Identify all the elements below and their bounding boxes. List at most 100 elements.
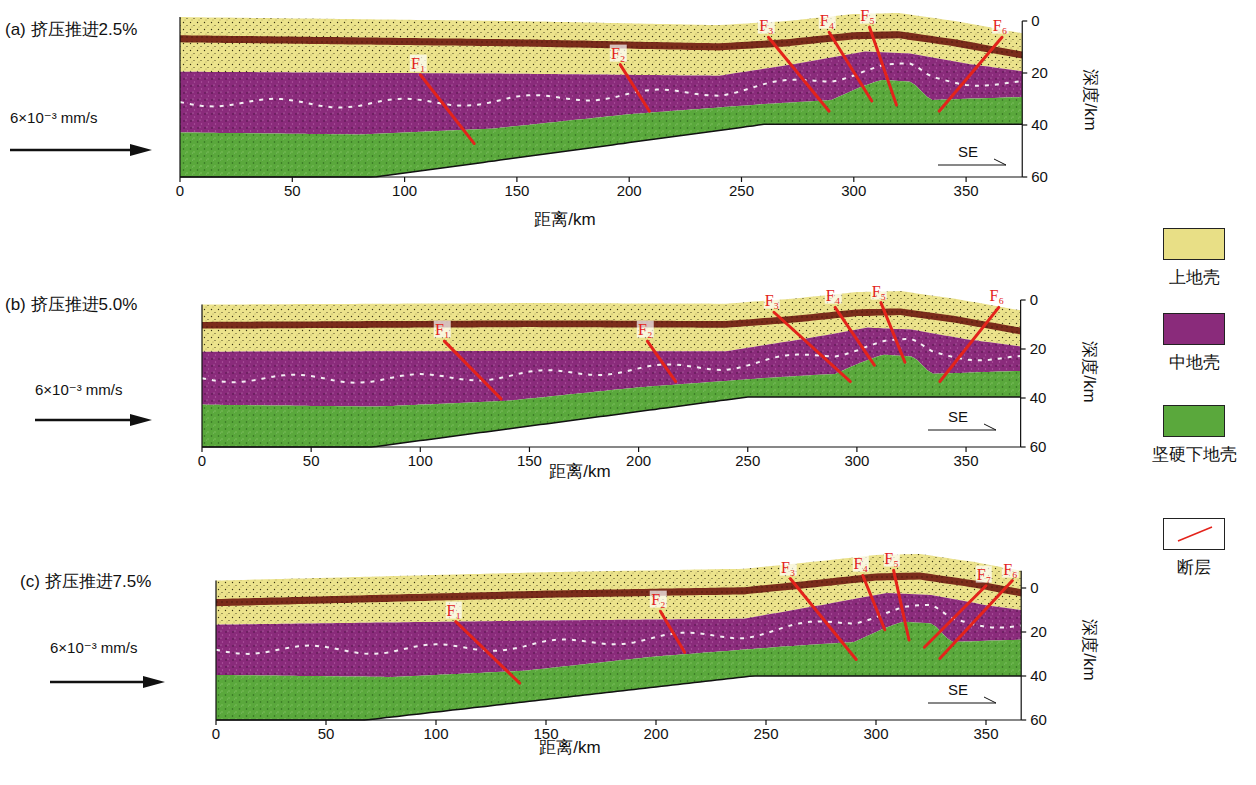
tick-label: 100	[392, 182, 417, 199]
fault-label: F₆	[989, 287, 1005, 304]
label-holder: 0	[176, 182, 184, 200]
fault-label: F₆	[992, 17, 1008, 34]
fault-line	[647, 341, 675, 381]
tick-label: 0	[1030, 579, 1038, 596]
label-holder: 100	[423, 725, 448, 743]
fault-line	[881, 303, 905, 363]
label-holder: F₁	[434, 321, 450, 339]
tick-label: 300	[844, 452, 869, 469]
label-holder: 300	[863, 725, 888, 743]
fault-label: F₁	[410, 54, 426, 71]
label-holder: 60	[1030, 438, 1047, 456]
label-holder: 0	[1030, 291, 1038, 309]
x-tick	[875, 720, 876, 725]
label-holder: 250	[735, 452, 760, 470]
tick-label: 0	[198, 452, 206, 469]
axis-title: 深度/km	[1080, 619, 1099, 680]
label-holder: 200	[617, 182, 642, 200]
x-tick	[292, 177, 293, 182]
tick-label: 300	[863, 725, 888, 742]
x-tick	[965, 447, 966, 452]
fault-label: F₆	[1002, 560, 1018, 577]
tick-label: 40	[1031, 116, 1048, 133]
fault-label: F₂	[650, 591, 666, 608]
tick-label: 0	[212, 725, 220, 742]
tick-label: 50	[318, 725, 335, 742]
fault-line	[768, 37, 829, 111]
legend-swatch	[1163, 228, 1225, 260]
fault-label: F₅	[883, 550, 899, 567]
x-tick	[965, 177, 966, 182]
fault-line	[620, 65, 649, 112]
tick-label: 250	[729, 182, 754, 199]
fault-label: F₄	[853, 555, 869, 572]
label-holder: F₆	[1002, 560, 1018, 578]
direction-label: SE	[948, 408, 968, 425]
fault-line	[870, 27, 897, 105]
y-tick	[1022, 124, 1027, 125]
fault-label: F₁	[434, 321, 450, 338]
axis-title: 距离/km	[534, 210, 595, 229]
label-holder: 坚硬下地壳	[1152, 445, 1237, 465]
direction-arrow	[928, 697, 996, 703]
label-holder: F₄	[853, 555, 869, 573]
label-holder: 150	[517, 452, 542, 470]
velocity-label: 6×10⁻³ mm/s	[35, 381, 123, 398]
fault-line	[829, 32, 872, 101]
label-holder: 50	[303, 452, 320, 470]
label-holder: 300	[844, 452, 869, 470]
fault-line	[790, 579, 856, 660]
legend-text: 坚硬下地壳	[1152, 445, 1237, 464]
tick-label: 350	[954, 182, 979, 199]
label-holder: F₅	[871, 282, 887, 300]
tick-label: 50	[284, 182, 301, 199]
label-holder: 60	[1031, 168, 1048, 186]
label-holder: F₂	[650, 591, 666, 609]
x-tick	[638, 447, 639, 452]
label-holder: SE	[948, 408, 968, 426]
tick-label: 20	[1031, 64, 1048, 81]
label-holder: 中地壳	[1169, 353, 1220, 373]
y-tick	[1021, 631, 1026, 632]
label-holder: F₁	[446, 601, 462, 619]
x-tick	[529, 447, 530, 452]
label-holder: F₃	[764, 292, 780, 310]
velocity-label: 6×10⁻³ mm/s	[50, 639, 138, 656]
tick-label: 50	[303, 452, 320, 469]
x-tick	[311, 447, 312, 452]
tick-label: 200	[643, 725, 668, 742]
label-holder: 150	[504, 182, 529, 200]
panel-title: (c) 挤压推进7.5%	[20, 572, 151, 591]
tick-label: 250	[753, 725, 778, 742]
fault-label: F₂	[610, 44, 626, 61]
tick-label: 350	[973, 725, 998, 742]
label-holder: 0	[212, 725, 220, 743]
tick-label: 0	[1031, 12, 1039, 29]
push-arrow	[35, 419, 138, 422]
legend-text: 中地壳	[1169, 353, 1220, 372]
fault-line	[924, 586, 986, 648]
x-tick	[325, 720, 326, 725]
x-tick	[516, 177, 517, 182]
push-arrowhead	[143, 676, 165, 688]
x-tick	[655, 720, 656, 725]
label-holder: 20	[1030, 623, 1047, 641]
y-tick	[1021, 397, 1026, 398]
legend-text: 上地壳	[1169, 268, 1220, 287]
tick-label: 350	[954, 452, 979, 469]
y-axis	[1020, 300, 1021, 447]
fault-label: F₃	[758, 17, 774, 34]
label-holder: 上地壳	[1169, 268, 1220, 288]
push-arrow	[10, 149, 138, 152]
label-holder: F₃	[758, 17, 774, 35]
x-tick	[741, 177, 742, 182]
tick-label: 200	[617, 182, 642, 199]
label-holder: 40	[1031, 116, 1048, 134]
label-holder: 20	[1030, 340, 1047, 358]
basement-boundary	[180, 124, 1022, 177]
fault-label: F₃	[780, 558, 796, 575]
x-tick	[856, 447, 857, 452]
label-holder: 6×10⁻³ mm/s	[35, 381, 123, 399]
label-holder: (a) 挤压推进2.5%	[5, 20, 137, 40]
